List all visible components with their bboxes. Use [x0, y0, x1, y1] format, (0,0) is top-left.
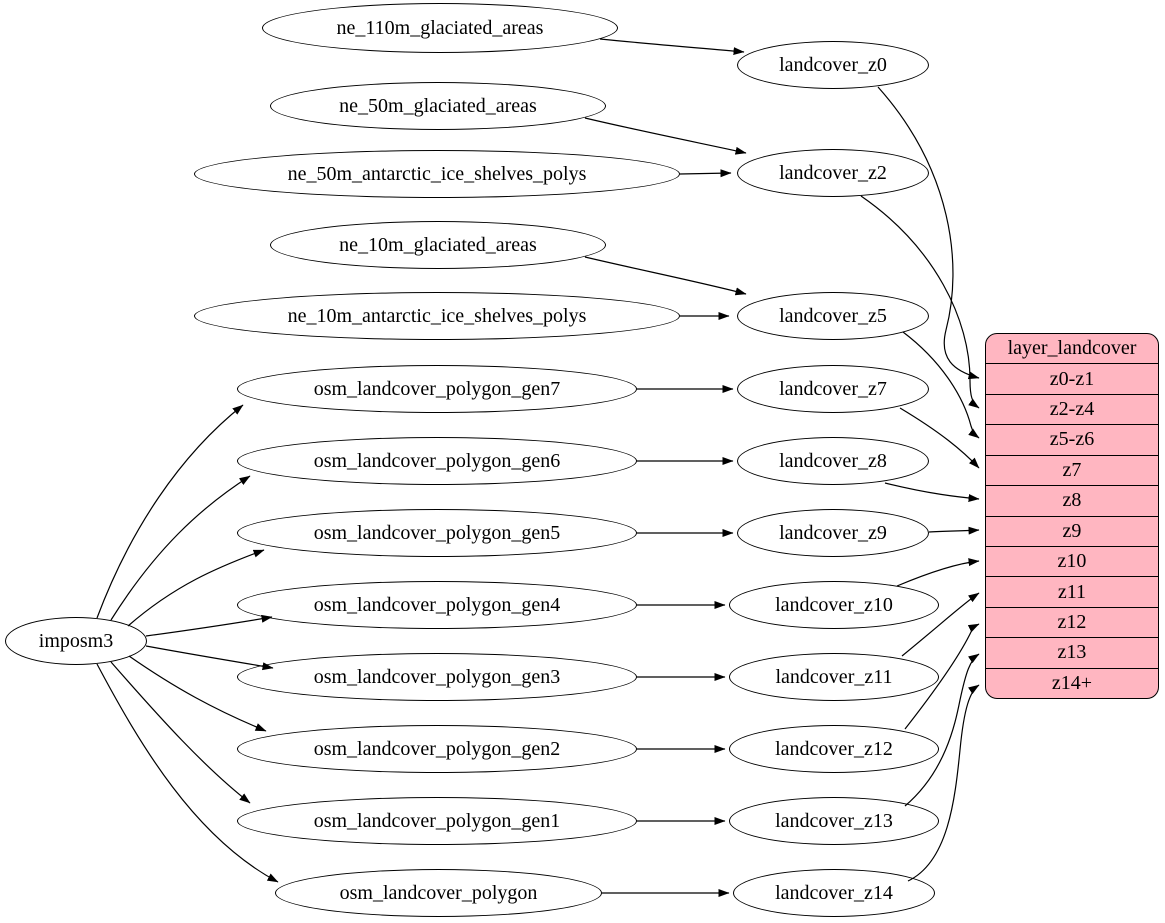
edge-z9-row [928, 526, 980, 535]
edge-imposm3-gen2 [128, 655, 267, 732]
node-ne-10m-antarctic-ice-shelves-polys: ne_10m_antarctic_ice_shelves_polys [194, 292, 680, 340]
record-row-z2-z4: z2-z4 [986, 393, 1158, 424]
node-landcover-z0: landcover_z0 [737, 41, 929, 89]
record-layer-landcover: layer_landcover z0-z1 z2-z4 z5-z6 z7 z8 … [985, 333, 1159, 699]
edge-ne10mg-z5 [584, 256, 747, 296]
node-landcover-z13: landcover_z13 [729, 797, 939, 845]
record-row-z0-z1: z0-z1 [986, 363, 1158, 393]
node-osm-landcover-polygon-gen6: osm_landcover_polygon_gen6 [237, 437, 637, 485]
node-landcover-z12: landcover_z12 [729, 725, 939, 773]
record-row-z8: z8 [986, 485, 1158, 515]
node-landcover-z8: landcover_z8 [737, 437, 929, 485]
record-row-z14plus: z14+ [986, 667, 1158, 698]
node-ne-10m-glaciated-areas: ne_10m_glaciated_areas [270, 221, 606, 269]
node-ne-50m-glaciated-areas: ne_50m_glaciated_areas [270, 82, 606, 130]
node-osm-landcover-polygon-gen4: osm_landcover_polygon_gen4 [237, 581, 637, 629]
node-landcover-z14: landcover_z14 [733, 869, 935, 917]
node-landcover-z10: landcover_z10 [729, 581, 939, 629]
node-landcover-z5: landcover_z5 [737, 292, 929, 340]
record-row-z13: z13 [986, 637, 1158, 667]
edge-imposm3-polygon [96, 663, 279, 883]
edge-z8-row [884, 482, 980, 502]
edge-z10-row [896, 558, 980, 587]
edge-ne110m-z0 [599, 38, 745, 56]
node-imposm3: imposm3 [5, 617, 147, 665]
record-row-z9: z9 [986, 515, 1158, 546]
edge-imposm3-gen4 [145, 614, 273, 637]
record-row-z5-z6: z5-z6 [986, 424, 1158, 454]
node-landcover-z11: landcover_z11 [729, 653, 939, 701]
edge-imposm3-gen5 [127, 549, 265, 627]
record-row-z11: z11 [986, 576, 1158, 606]
node-osm-landcover-polygon-gen3: osm_landcover_polygon_gen3 [237, 653, 637, 701]
node-osm-landcover-polygon-gen5: osm_landcover_polygon_gen5 [237, 509, 637, 557]
node-osm-landcover-polygon-gen2: osm_landcover_polygon_gen2 [237, 725, 637, 773]
edge-ne50ma-z2 [679, 169, 732, 178]
edge-imposm3-gen7 [96, 404, 244, 619]
node-osm-landcover-polygon-gen7: osm_landcover_polygon_gen7 [237, 365, 637, 413]
record-row-z10: z10 [986, 545, 1158, 576]
edge-z14-row [907, 684, 980, 882]
node-osm-landcover-polygon-gen1: osm_landcover_polygon_gen1 [237, 797, 637, 845]
record-title: layer_landcover [1007, 337, 1137, 360]
node-landcover-z2: landcover_z2 [737, 149, 929, 197]
node-osm-landcover-polygon: osm_landcover_polygon [275, 869, 602, 917]
edge-imposm3-gen1 [110, 661, 251, 804]
record-row-z12: z12 [986, 606, 1158, 637]
node-ne-50m-antarctic-ice-shelves-polys: ne_50m_antarctic_ice_shelves_polys [194, 150, 680, 198]
edge-ne50mg-z2 [584, 117, 747, 155]
node-ne-110m-glaciated-areas: ne_110m_glaciated_areas [262, 3, 618, 53]
edge-imposm3-gen3 [145, 645, 274, 671]
edge-imposm3-gen6 [110, 475, 251, 621]
node-landcover-z7: landcover_z7 [737, 365, 929, 413]
record-row-z7: z7 [986, 454, 1158, 485]
node-landcover-z9: landcover_z9 [737, 509, 929, 557]
